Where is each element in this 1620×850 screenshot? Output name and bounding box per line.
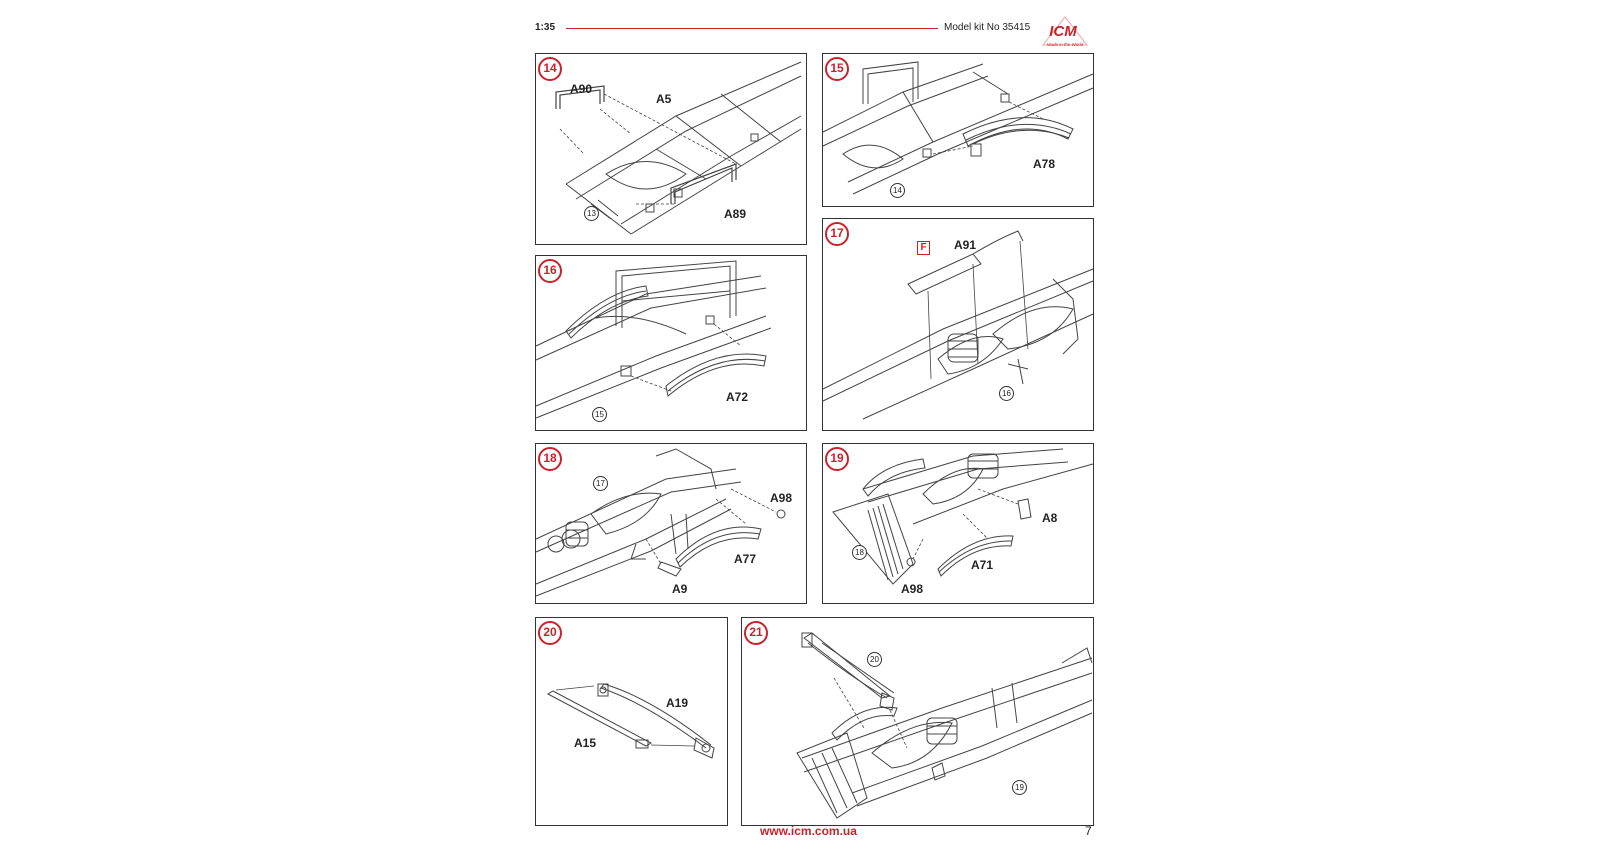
step-17-panel: 17 F A91	[822, 218, 1094, 431]
step-number-badge: 20	[538, 621, 562, 645]
step-reference: 19	[1012, 780, 1027, 795]
step-19-panel: 19	[822, 443, 1094, 604]
step-reference: 18	[852, 545, 867, 560]
step-number-badge: 14	[538, 57, 562, 81]
scale-label: 1:35	[535, 22, 556, 33]
svg-text:Made in the World: Made in the World	[1047, 42, 1084, 47]
step-reference: 13	[584, 206, 599, 221]
frame-illustration	[536, 54, 808, 246]
step-number-badge: 16	[538, 259, 562, 283]
part-label: A78	[1033, 157, 1056, 171]
step-16-panel: 16 A72 15	[535, 255, 807, 431]
frame-illustration	[823, 219, 1095, 432]
step-number-badge: 18	[538, 447, 562, 471]
step-number-badge: 19	[825, 447, 849, 471]
frame-illustration	[823, 444, 1095, 605]
step-number-badge: 21	[744, 621, 768, 645]
assembly-illustration	[742, 618, 1095, 827]
footer-url[interactable]: www.icm.com.ua	[760, 824, 857, 838]
frame-illustration	[536, 444, 808, 605]
part-label: A15	[574, 736, 597, 750]
part-label: A9	[672, 582, 688, 596]
part-label: A77	[734, 552, 757, 566]
part-label: A91	[954, 238, 977, 252]
part-label: A90	[570, 82, 593, 96]
header-rule	[566, 28, 938, 29]
frame-illustration	[823, 54, 1095, 208]
part-label: A8	[1042, 511, 1058, 525]
step-number-badge: 17	[825, 222, 849, 246]
part-label: A19	[666, 696, 689, 710]
page-number: 7	[1085, 824, 1092, 838]
color-code-box: F	[917, 241, 930, 255]
part-label: A71	[971, 558, 994, 572]
step-reference: 16	[999, 386, 1014, 401]
axle-illustration	[536, 618, 729, 827]
kit-number: Model kit No 35415	[944, 22, 1031, 33]
step-21-panel: 21	[741, 617, 1094, 826]
step-20-panel: 20 A19 A15	[535, 617, 728, 826]
step-18-panel: 18	[535, 443, 807, 604]
step-14-panel: 14	[535, 53, 807, 245]
step-reference: 17	[593, 476, 608, 491]
frame-illustration	[536, 256, 808, 432]
step-reference: 14	[890, 183, 905, 198]
part-label: A5	[656, 92, 672, 106]
part-label: A98	[770, 491, 793, 505]
part-label: A89	[724, 207, 747, 221]
svg-text:ICM: ICM	[1049, 23, 1077, 40]
step-reference: 15	[592, 407, 607, 422]
part-label: A72	[726, 390, 749, 404]
part-label: A98	[901, 582, 924, 596]
step-number-badge: 15	[825, 57, 849, 81]
icm-logo: ICM Made in the World	[1035, 15, 1091, 51]
step-reference: 20	[867, 652, 882, 667]
step-15-panel: 15 A7	[822, 53, 1094, 207]
